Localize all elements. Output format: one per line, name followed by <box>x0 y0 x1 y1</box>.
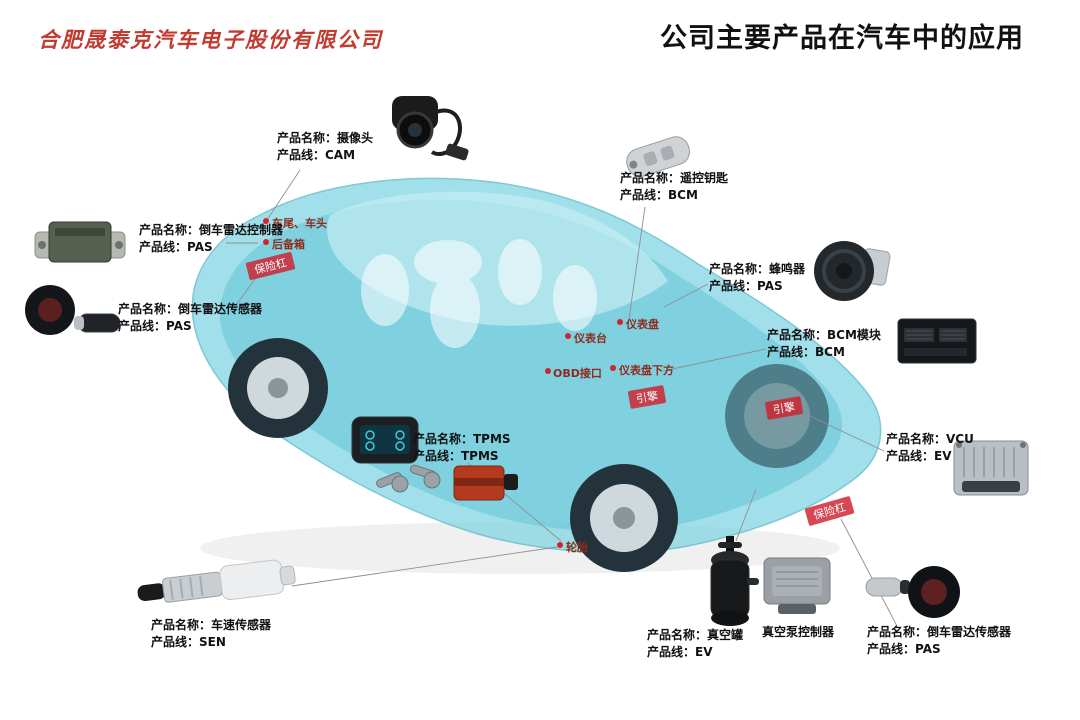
tpms-sensors-image <box>370 458 535 514</box>
callout-tpms: 产品名称：TPMS 产品线：TPMS <box>413 431 511 466</box>
vcu-image <box>948 433 1036 509</box>
product-line: 产品线：BCM <box>620 188 698 203</box>
product-name: 产品名称：倒车雷达传感器 <box>867 625 1012 639</box>
callout-vcu: 产品名称：VCU 产品线：EV <box>886 431 974 466</box>
car-seats <box>361 239 597 348</box>
car-label-obd-port: OBD接口 <box>553 367 602 380</box>
pas-sensor-right-image <box>860 562 970 628</box>
product-name: 产品名称：摄像头 <box>277 131 374 145</box>
speed-sensor-image <box>133 552 303 618</box>
page-title: 公司主要产品在汽车中的应用 <box>660 23 1024 54</box>
tpms-display-image <box>348 413 424 473</box>
product-line: 产品线：PAS <box>118 319 192 334</box>
product-line: 产品线：SEN <box>151 635 226 650</box>
callout-pas-sensor-right: 产品名称：倒车雷达传感器 产品线：PAS <box>867 624 1011 659</box>
product-line: 产品线：BCM <box>767 345 845 360</box>
car-label-rear-front: 车尾、车头 <box>272 217 327 230</box>
product-name: 产品名称：倒车雷达传感器 <box>118 302 263 316</box>
product-name: 产品名称：倒车雷达控制器 <box>139 223 284 237</box>
callout-vacuum-tank: 产品名称：真空罐 产品线：EV <box>647 627 743 662</box>
pas-sensor-left-image <box>16 280 126 354</box>
car-label-trunk: 后备箱 <box>272 238 305 251</box>
callout-pas-sensor-left: 产品名称：倒车雷达传感器 产品线：PAS <box>118 301 262 336</box>
product-line: 产品线：TPMS <box>413 449 499 464</box>
pas-controller-image <box>33 214 128 278</box>
bcm-module-image <box>894 313 982 375</box>
car-label-dashboard: 仪表台 <box>574 332 607 345</box>
buzzer-image <box>804 236 899 310</box>
product-name: 产品名称：TPMS <box>413 432 511 446</box>
product-line: 产品线：PAS <box>709 279 783 294</box>
remote-key-image <box>620 130 700 186</box>
product-line: 产品线：PAS <box>139 240 213 255</box>
car-wheel-front <box>570 464 678 572</box>
product-line: 产品线：PAS <box>867 642 941 657</box>
camera-image <box>358 90 478 184</box>
callout-pas-controller: 产品名称：倒车雷达控制器 产品线：PAS <box>139 222 283 257</box>
vacuum-pump-controller-image <box>756 548 838 624</box>
product-line: 产品线：EV <box>647 645 713 660</box>
callout-buzzer: 产品名称：蜂鸣器 产品线：PAS <box>709 261 805 296</box>
callout-speed-sensor: 产品名称：车速传感器 产品线：SEN <box>151 617 271 652</box>
marker-dots <box>263 218 623 548</box>
product-name: 产品名称：车速传感器 <box>151 618 272 632</box>
car-label-instrument-panel: 仪表盘 <box>626 318 659 331</box>
product-name: 产品名称：VCU <box>886 432 974 446</box>
product-name: 真空泵控制器 <box>762 625 835 639</box>
product-name: 产品名称：BCM模块 <box>767 328 881 342</box>
callout-vacuum-pump-controller: 真空泵控制器 <box>762 624 834 641</box>
product-name: 产品名称：真空罐 <box>647 628 744 642</box>
product-name: 产品名称：遥控钥匙 <box>620 171 729 185</box>
product-line: 产品线：CAM <box>277 148 356 163</box>
company-name: 合肥晟泰克汽车电子股份有限公司 <box>38 27 383 52</box>
callout-bcm-module: 产品名称：BCM模块 产品线：BCM <box>767 327 881 362</box>
vacuum-tank-image <box>700 534 762 638</box>
callout-camera: 产品名称：摄像头 产品线：CAM <box>277 130 373 165</box>
product-name: 产品名称：蜂鸣器 <box>709 262 806 276</box>
car-label-tire: 轮胎 <box>566 541 588 554</box>
car-label-below-panel: 仪表盘下方 <box>619 364 674 377</box>
product-line: 产品线：EV <box>886 449 952 464</box>
callout-remote-key: 产品名称：遥控钥匙 产品线：BCM <box>620 170 728 205</box>
car-wheel-rear <box>228 338 328 438</box>
